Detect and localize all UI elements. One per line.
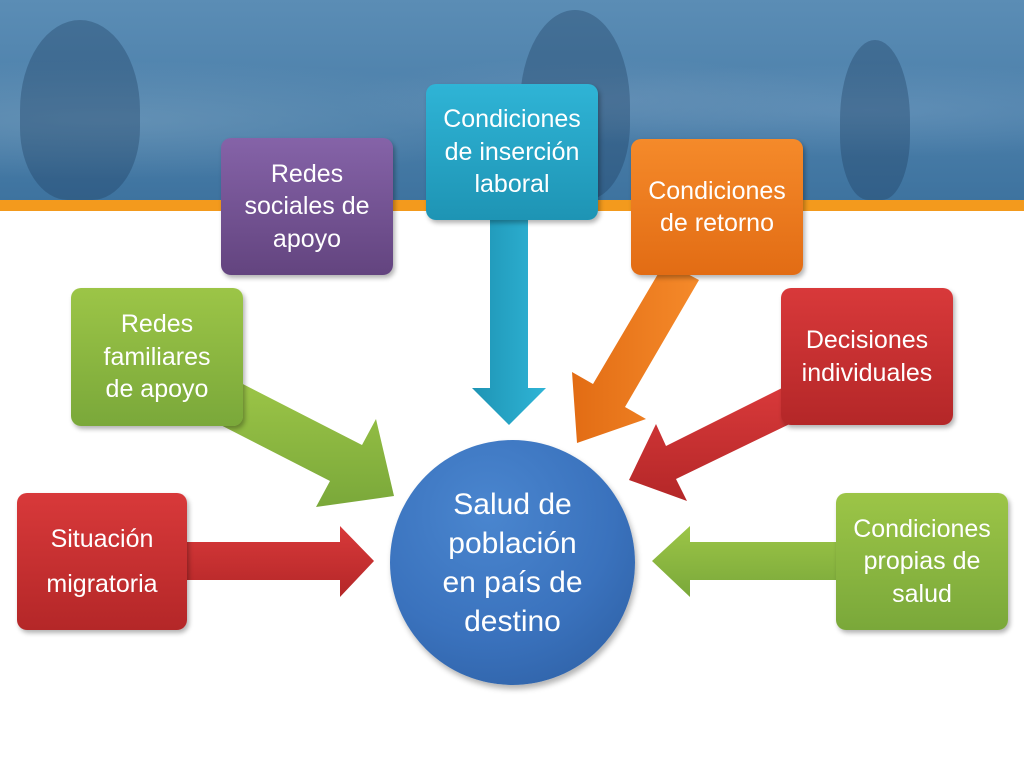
factor-condiciones-salud: Condiciones propias de salud xyxy=(836,493,1008,630)
arrow-condiciones-insercion xyxy=(472,215,546,425)
factor-label: Redes sociales de apoyo xyxy=(244,159,370,253)
factor-condiciones-insercion: Condiciones de inserción laboral xyxy=(426,84,598,220)
arrow-redes-familiares xyxy=(203,380,394,507)
factor-label: Condiciones de retorno xyxy=(648,176,786,238)
factor-label: Decisiones individuales xyxy=(801,326,933,387)
center-node: Salud de población en país de destino xyxy=(390,440,635,685)
factor-situacion-migratoria: Situación migratoria xyxy=(17,493,187,630)
arrow-situacion-migratoria xyxy=(185,526,374,597)
arrow-condiciones-retorno xyxy=(572,262,699,443)
factor-label: Situación migratoria xyxy=(46,524,158,598)
center-label: Salud de población en país de destino xyxy=(442,487,583,638)
arrow-condiciones-salud xyxy=(652,526,840,597)
factor-label: Condiciones de inserción laboral xyxy=(443,105,581,199)
factor-label: Condiciones propias de salud xyxy=(853,514,991,608)
arrow-decisiones-individuales xyxy=(629,388,798,501)
factor-decisiones-individuales: Decisiones individuales xyxy=(781,288,953,425)
factor-label: Redes familiares de apoyo xyxy=(103,310,211,404)
factor-redes-familiares: Redes familiares de apoyo xyxy=(71,288,243,426)
factor-condiciones-retorno: Condiciones de retorno xyxy=(631,139,803,275)
photo-figure xyxy=(840,40,910,200)
photo-figure xyxy=(20,20,140,200)
factor-redes-sociales: Redes sociales de apoyo xyxy=(221,138,393,275)
